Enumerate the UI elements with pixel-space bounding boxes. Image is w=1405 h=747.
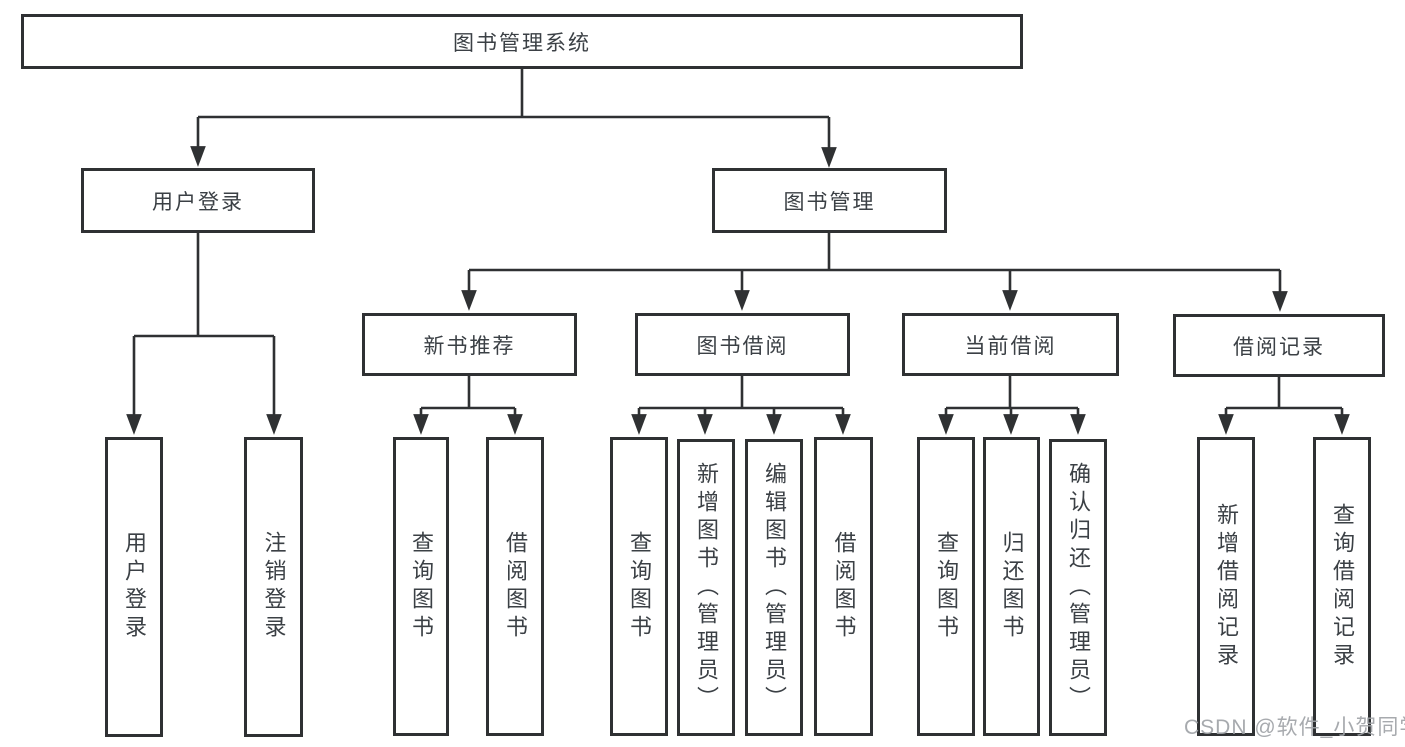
leaf-cb-return-books-label: 归还图书 <box>999 530 1025 643</box>
leaf-user-login-label: 用户登录 <box>122 531 147 643</box>
connector-book-borrow-split <box>639 376 843 410</box>
node-borrowing-records: 借阅记录 <box>1173 314 1385 377</box>
leaf-bb-edit-book-admin-label: 编辑图书（管理员） <box>762 461 787 714</box>
leaf-br-add-record-label: 新增借阅记录 <box>1214 502 1239 671</box>
node-book-management-label: 图书管理 <box>783 190 876 214</box>
connector-current-borrow-split <box>946 376 1078 410</box>
node-current-borrowing: 当前借阅 <box>902 313 1119 376</box>
node-library-system: 图书管理系统 <box>21 14 1023 69</box>
node-current-borrowing-label: 当前借阅 <box>964 334 1057 358</box>
leaf-br-query-record: 查询借阅记录 <box>1313 437 1371 736</box>
leaf-nbr-query-books: 查询图书 <box>393 437 449 736</box>
node-library-system-label: 图书管理系统 <box>453 31 591 55</box>
connector-borrow-records-split <box>1226 377 1342 410</box>
leaf-br-add-record: 新增借阅记录 <box>1197 437 1255 736</box>
node-book-borrowing: 图书借阅 <box>635 313 850 376</box>
node-book-management: 图书管理 <box>712 168 947 233</box>
leaf-bb-borrow-books-label: 借阅图书 <box>831 530 857 643</box>
leaf-bb-query-books-label: 查询图书 <box>627 530 652 643</box>
leaf-cb-confirm-return-admin-label: 确认归还（管理员） <box>1066 461 1091 714</box>
connector-new-book-split <box>421 376 515 410</box>
leaf-cb-query-books: 查询图书 <box>917 437 975 736</box>
connector-arrows <box>126 117 1350 435</box>
connector-root-split <box>198 69 829 119</box>
leaf-cb-confirm-return-admin: 确认归还（管理员） <box>1049 439 1107 736</box>
leaf-cb-return-books: 归还图书 <box>983 437 1040 736</box>
leaf-br-query-record-label: 查询借阅记录 <box>1330 502 1355 671</box>
node-new-book-recommendation: 新书推荐 <box>362 313 577 376</box>
csdn-watermark: CSDN @软件_小贺同学 <box>1184 716 1405 739</box>
leaf-nbr-borrow-books: 借阅图书 <box>486 437 544 736</box>
connector-book-management-split <box>469 233 1280 272</box>
leaf-logout: 注销登录 <box>244 437 303 737</box>
node-borrowing-records-label: 借阅记录 <box>1233 335 1325 359</box>
node-user-login-label: 用户登录 <box>152 190 244 214</box>
node-user-login: 用户登录 <box>81 168 315 233</box>
leaf-bb-edit-book-admin: 编辑图书（管理员） <box>745 439 803 736</box>
connector-user-login-split <box>134 233 274 338</box>
leaf-nbr-borrow-books-label: 借阅图书 <box>503 530 528 643</box>
leaf-nbr-query-books-label: 查询图书 <box>409 530 434 643</box>
node-book-borrowing-label: 图书借阅 <box>696 334 789 358</box>
leaf-bb-add-book-admin: 新增图书（管理员） <box>677 439 735 736</box>
leaf-bb-add-book-admin-label: 新增图书（管理员） <box>694 461 719 714</box>
leaf-bb-borrow-books: 借阅图书 <box>814 437 873 736</box>
leaf-logout-label: 注销登录 <box>261 531 287 643</box>
leaf-user-login: 用户登录 <box>105 437 163 737</box>
node-new-book-recommendation-label: 新书推荐 <box>423 334 516 358</box>
leaf-cb-query-books-label: 查询图书 <box>934 530 959 643</box>
leaf-bb-query-books: 查询图书 <box>610 437 668 736</box>
